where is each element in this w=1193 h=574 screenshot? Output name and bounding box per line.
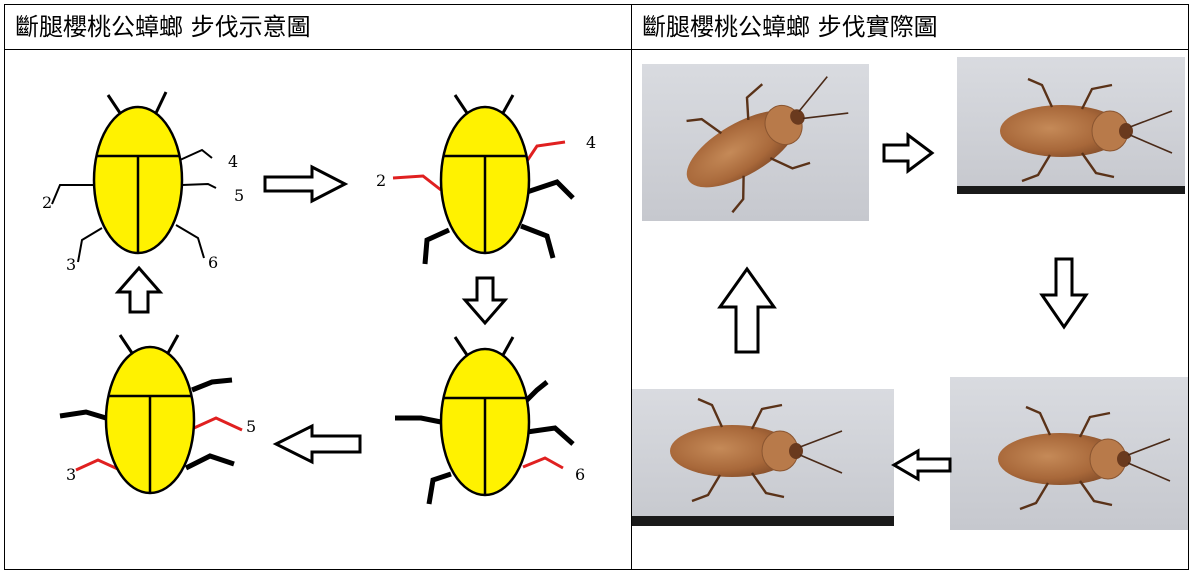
arrow-right-icon — [265, 167, 345, 201]
leg-label: 2 — [376, 171, 386, 190]
leg-label: 3 — [66, 255, 76, 274]
arrow-left-icon — [894, 451, 950, 479]
leg-label: 5 — [246, 417, 256, 436]
arrow-down-icon — [1042, 259, 1086, 327]
arrow-up-icon — [118, 268, 160, 312]
photo-4 — [632, 389, 894, 526]
arrow-right-icon — [884, 135, 932, 171]
photo-1 — [642, 49, 869, 223]
beetle-stage-3 — [395, 337, 573, 504]
arrow-up-icon — [720, 269, 774, 352]
beetle-stage-1 — [52, 92, 216, 262]
leg-label: 4 — [228, 152, 238, 171]
arrow-down-icon — [465, 278, 505, 323]
leg-label: 5 — [234, 186, 244, 205]
leg-label: 6 — [208, 253, 218, 272]
leg-label: 6 — [575, 465, 585, 484]
beetle-stage-2 — [393, 95, 573, 264]
leg-label: 2 — [42, 193, 52, 212]
right-panel-title: 斷腿櫻桃公蟑螂 步伐實際圖 — [642, 13, 938, 41]
arrow-left-icon — [276, 426, 360, 462]
photo-2 — [957, 57, 1185, 194]
leg-label: 4 — [586, 133, 596, 152]
gait-schematic: 2 3 4 5 6 2 4 6 — [0, 0, 632, 574]
beetle-stage-4 — [60, 335, 242, 493]
gait-photos — [632, 49, 1189, 570]
right-header-cell: 斷腿櫻桃公蟑螂 步伐實際圖 — [631, 4, 1189, 50]
photo-3 — [950, 377, 1188, 530]
leg-label: 3 — [66, 465, 76, 484]
